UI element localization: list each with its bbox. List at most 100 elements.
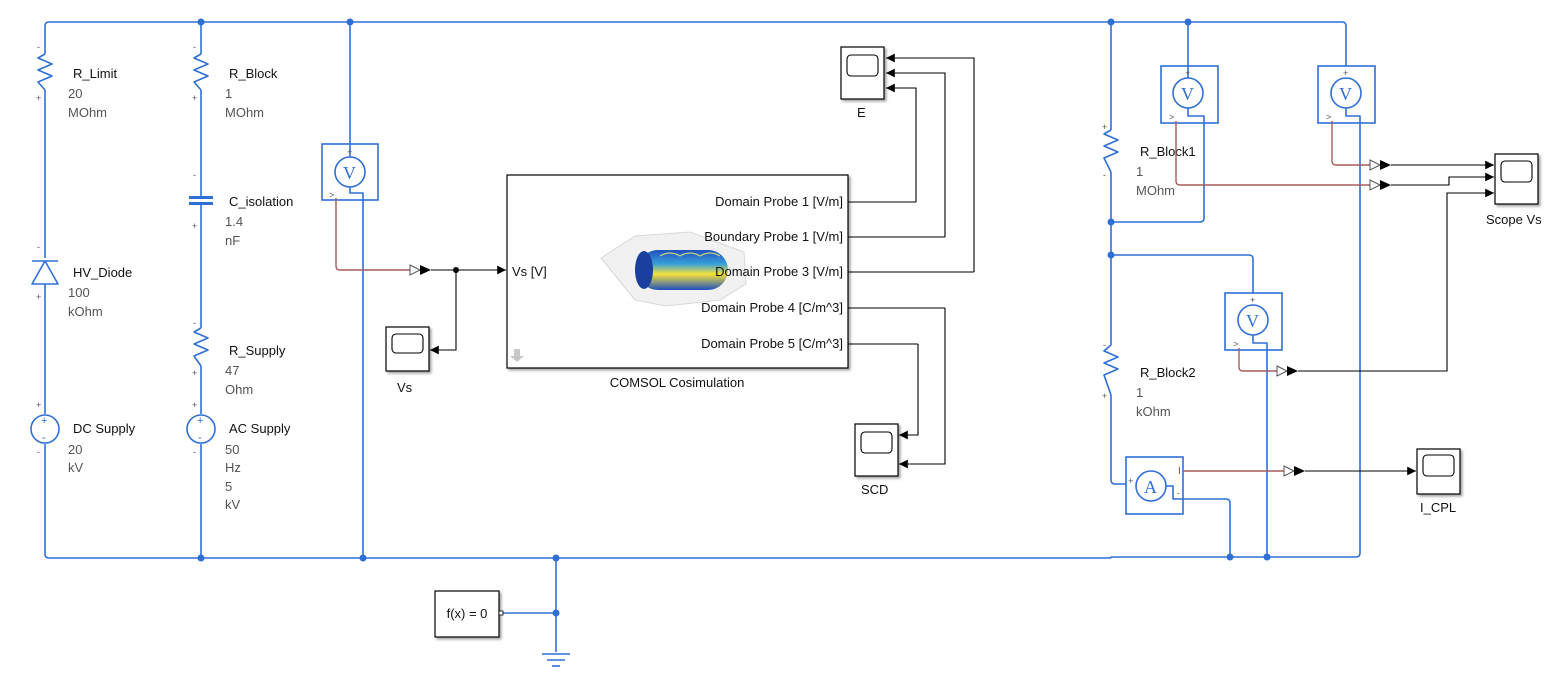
hv-diode-unit: kOhm: [68, 304, 103, 319]
r-limit-value: 20: [68, 86, 82, 101]
scope-scd-label: SCD: [861, 482, 888, 497]
svg-text:-: -: [1177, 488, 1180, 498]
cosim-input-port: Vs [V]: [512, 264, 547, 279]
voltage-sensor-2[interactable]: V + >: [1317, 65, 1376, 124]
voltage-sensor-vs[interactable]: V + >: [321, 143, 379, 201]
c-isolation-capacitor[interactable]: - + C_isolation 1.4 nF: [189, 170, 293, 248]
comsol-cosimulation-block[interactable]: Vs [V] Domain Probe 1 [V/m] Boundary Pro…: [506, 174, 974, 390]
cosim-output-port-3: Domain Probe 3 [V/m]: [715, 264, 843, 279]
svg-text:-: -: [193, 318, 196, 328]
svg-text:+: +: [1102, 122, 1107, 132]
cosim-output-port-5: Domain Probe 5 [C/m^3]: [701, 336, 843, 351]
hv-diode[interactable]: - + HV_Diode 100 kOhm: [31, 242, 132, 319]
svg-text:-: -: [198, 432, 202, 444]
r-block-unit: MOhm: [225, 105, 264, 120]
e-scope-signal-lines: [886, 53, 975, 272]
scd-scope-signal-lines: [899, 308, 946, 469]
scope-vs-main[interactable]: Scope Vs: [1486, 153, 1542, 227]
svg-text:>: >: [1326, 112, 1331, 122]
r-block2-value: 1: [1136, 385, 1143, 400]
svg-text:+: +: [1343, 68, 1348, 78]
scope-vs-main-label: Scope Vs: [1486, 212, 1542, 227]
r-block1-name: R_Block1: [1140, 144, 1196, 159]
cosim-output-port-2: Boundary Probe 1 [V/m]: [704, 229, 843, 244]
c-isolation-unit: nF: [225, 233, 240, 248]
svg-text:-: -: [1103, 340, 1106, 350]
svg-text:A: A: [1144, 477, 1157, 497]
scope-i-cpl-label: I_CPL: [1420, 500, 1456, 515]
svg-text:>: >: [1169, 112, 1174, 122]
r-block-name: R_Block: [229, 66, 278, 81]
dc-supply[interactable]: + - + - DC Supply 20 kV: [30, 400, 136, 475]
comsol-model-icon: [600, 231, 747, 307]
r-supply-unit: Ohm: [225, 382, 253, 397]
r-limit-resistor[interactable]: - + R_Limit 20 MOhm: [36, 42, 117, 120]
scope-i-cpl[interactable]: I_CPL: [1416, 448, 1461, 515]
capacitor-icon: [189, 196, 213, 205]
right-signal-lines: [1298, 160, 1494, 476]
r-limit-name: R_Limit: [73, 66, 117, 81]
svg-text:+: +: [192, 368, 197, 378]
scope-vs-small[interactable]: Vs: [385, 326, 430, 395]
solver-configuration-block[interactable]: f(x) = 0: [434, 590, 504, 638]
voltage-sensor-3[interactable]: V + >: [1224, 292, 1283, 351]
scope-e[interactable]: E: [840, 46, 885, 120]
current-sensor[interactable]: A + - I: [1125, 456, 1184, 515]
resistor-icon: [193, 327, 209, 367]
svg-text:-: -: [37, 42, 40, 52]
r-limit-unit: MOhm: [68, 105, 107, 120]
junction-dots: [197, 18, 1271, 617]
svg-text:I: I: [1178, 466, 1181, 477]
physical-wires: [44, 21, 1361, 652]
svg-text:+: +: [347, 147, 352, 157]
vs-converter-wire: [335, 198, 410, 271]
svg-text:-: -: [42, 432, 46, 444]
svg-text:-: -: [37, 242, 40, 252]
r-supply-name: R_Supply: [229, 343, 286, 358]
solver-label: f(x) = 0: [447, 606, 488, 621]
ac-supply[interactable]: + - + - AC Supply 50 Hz 5 kV: [186, 400, 291, 512]
ac-supply-freq-value: 50: [225, 442, 239, 457]
right-converter-wires: [1175, 121, 1370, 472]
dc-supply-unit: kV: [68, 460, 84, 475]
svg-text:+: +: [36, 292, 41, 302]
ps-converters: [1276, 159, 1391, 477]
svg-text:+: +: [192, 221, 197, 231]
svg-text:>: >: [329, 190, 334, 200]
svg-text:V: V: [1246, 311, 1259, 331]
svg-text:V: V: [1181, 84, 1194, 104]
ground-icon: [542, 653, 570, 667]
dc-supply-name: DC Supply: [73, 421, 136, 436]
svg-text:>: >: [1233, 339, 1238, 349]
voltage-sensor-1[interactable]: V + >: [1160, 65, 1219, 124]
svg-text:+: +: [1250, 295, 1255, 305]
c-isolation-value: 1.4: [225, 214, 243, 229]
svg-text:+: +: [197, 415, 203, 427]
svg-text:V: V: [343, 163, 356, 183]
scope-screen-icon: [391, 333, 424, 354]
cosim-block-label: COMSOL Cosimulation: [610, 375, 745, 390]
svg-text:-: -: [37, 447, 40, 457]
scope-screen-icon: [860, 431, 893, 454]
r-supply-value: 47: [225, 363, 239, 378]
svg-text:-: -: [193, 447, 196, 457]
r-block2-resistor[interactable]: - + R_Block2 1 kOhm: [1102, 340, 1196, 419]
cosim-output-port-4: Domain Probe 4 [C/m^3]: [701, 300, 843, 315]
scope-screen-icon: [1500, 160, 1533, 183]
r-block2-unit: kOhm: [1136, 404, 1171, 419]
scope-e-label: E: [857, 105, 866, 120]
scope-scd[interactable]: SCD: [854, 423, 899, 497]
r-supply-resistor[interactable]: - + R_Supply 47 Ohm: [192, 318, 286, 397]
resistor-icon: [1103, 344, 1119, 396]
r-block-resistor[interactable]: - + R_Block 1 MOhm: [192, 42, 278, 120]
resistor-icon: [1103, 129, 1119, 173]
hv-diode-name: HV_Diode: [73, 265, 132, 280]
scope-screen-icon: [846, 54, 879, 77]
scope-screen-icon: [1422, 454, 1455, 477]
svg-text:+: +: [1185, 68, 1190, 78]
resistor-icon: [193, 53, 209, 91]
svg-text:+: +: [36, 400, 41, 410]
svg-text:-: -: [1103, 170, 1106, 180]
r-block1-resistor[interactable]: + - R_Block1 1 MOhm: [1102, 122, 1196, 198]
